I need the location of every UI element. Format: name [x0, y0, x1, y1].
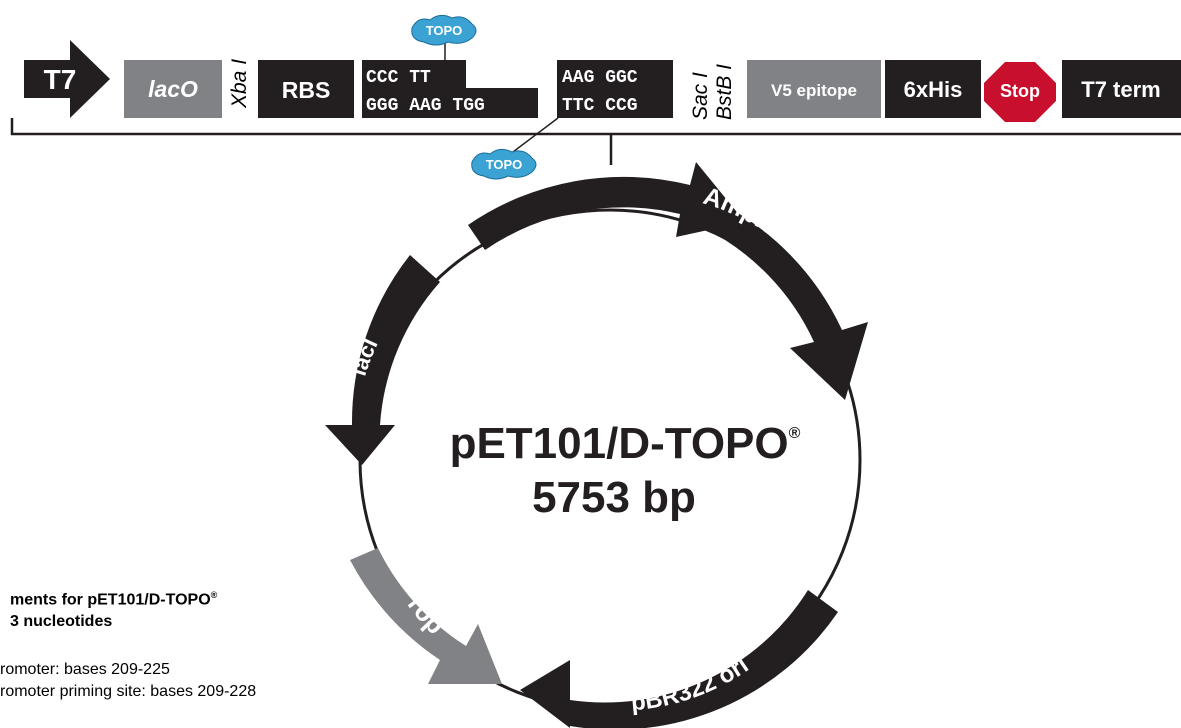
- plasmid-name-reg: ®: [789, 425, 801, 442]
- rbs-label: RBS: [282, 77, 331, 103]
- feature-notes: ments for pET101/D-TOPO® 3 nucleotides r…: [0, 584, 340, 703]
- topo-bottom-icon: TOPO: [471, 148, 537, 180]
- cassette-bracket: [10, 118, 1181, 136]
- notes-line-2: romoter priming site: bases 209-228: [0, 683, 257, 701]
- left-overhang-sequence: CCC TT GGG AAG TGG: [362, 60, 538, 118]
- sac-site-label: Sac I: [689, 72, 712, 120]
- rop-gene-arrow: rop: [350, 548, 502, 684]
- notes-title-line1: ments for pET101/D-TOPO: [10, 591, 211, 609]
- rbs-box: RBS: [258, 60, 354, 118]
- laco-box: lacO: [124, 60, 222, 118]
- topo-top-label: TOPO: [426, 23, 463, 38]
- v5-label: V5 epitope: [771, 81, 857, 100]
- laco-label: lacO: [148, 76, 198, 102]
- stop-label: Stop: [1000, 81, 1040, 101]
- t7term-label: T7 term: [1081, 77, 1160, 102]
- his-tag-box: 6xHis: [885, 60, 981, 118]
- t7-terminator-box: T7 term: [1062, 60, 1181, 118]
- notes-title-reg: ®: [210, 590, 218, 600]
- stop-codon-sign: Stop: [984, 62, 1056, 122]
- topo-top-icon: TOPO: [411, 14, 477, 46]
- laci-gene-arrow: lacI: [325, 255, 440, 465]
- xba-site-label: Xba I: [228, 59, 251, 109]
- notes-subtitle: 3 nucleotides: [10, 613, 113, 631]
- t7-promoter-arrow: T7: [24, 40, 110, 118]
- v5-epitope-box: V5 epitope: [747, 60, 881, 118]
- t7-label: T7: [44, 64, 77, 95]
- seq-bottom-left: GGG AAG TGG: [366, 96, 485, 116]
- notes-title: ments for pET101/D-TOPO®: [10, 584, 340, 611]
- bstb-site-label: BstB I: [713, 64, 736, 120]
- ampicillin-gene-arrow: Ampicillin: [468, 162, 868, 400]
- right-overhang-sequence: AAG GGC TTC CCG: [557, 60, 673, 118]
- topo-bottom-label: TOPO: [486, 157, 523, 172]
- seq-top-left: CCC TT: [366, 68, 431, 88]
- notes-line-1: romoter: bases 209-225: [0, 661, 170, 679]
- his-label: 6xHis: [904, 77, 963, 102]
- ori-arrow: pBR322 ori: [520, 590, 838, 728]
- seq-top-right: AAG GGC: [562, 68, 638, 88]
- plasmid-size: 5753 bp: [532, 473, 696, 522]
- seq-bottom-right: TTC CCG: [562, 96, 638, 116]
- plasmid-name: pET101/D-TOPO®: [450, 419, 801, 468]
